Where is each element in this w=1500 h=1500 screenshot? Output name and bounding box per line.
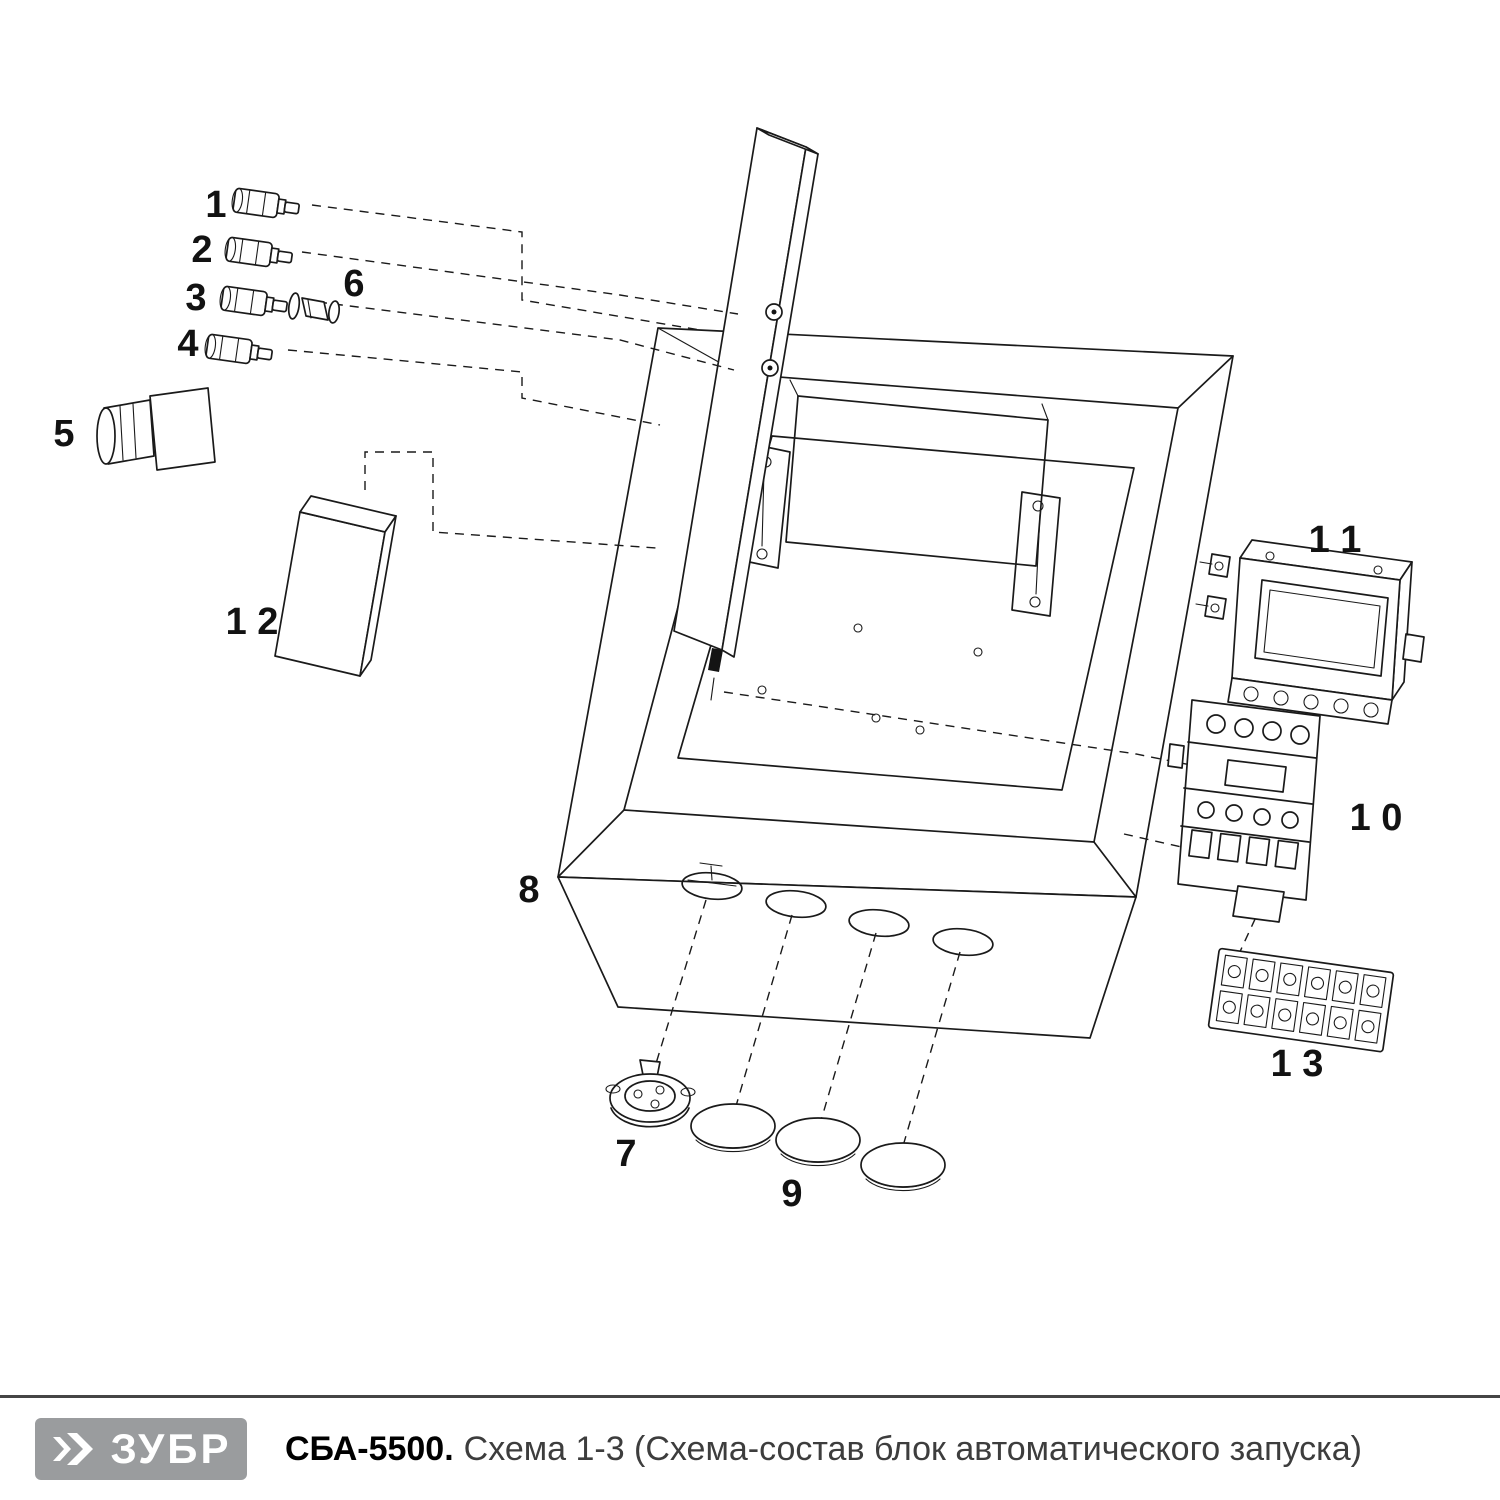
label-part-9: 9 <box>781 1173 802 1215</box>
part-12-box <box>274 495 397 677</box>
label-part-5: 5 <box>53 413 74 455</box>
label-part-1: 1 <box>205 184 226 226</box>
part-7-connector <box>605 1059 696 1128</box>
part-5-cable-gland <box>96 387 216 471</box>
model-number: СБА-5500. <box>285 1429 454 1468</box>
label-part-13: 1 3 <box>1271 1043 1324 1085</box>
label-part-3: 3 <box>185 277 206 319</box>
part-1-fastener <box>229 186 302 222</box>
label-part-11: 1 1 <box>1309 519 1362 561</box>
part-10-contactor <box>1167 699 1321 923</box>
label-part-6: 6 <box>343 263 364 305</box>
exploded-diagram: 1 2 3 4 5 6 7 8 9 1 0 1 1 1 2 1 3 <box>53 127 1425 1215</box>
caption-text: Схема 1-3 (Схема-состав блок автоматичес… <box>463 1429 1362 1468</box>
part-11-control-module <box>1195 539 1425 725</box>
cable-entry-holes <box>681 862 994 957</box>
footer: ЗУБР СБА-5500.Схема 1-3 (Схема-состав бл… <box>0 1395 1500 1500</box>
zubr-logo: ЗУБР <box>35 1418 247 1480</box>
part-labels: 1 2 3 4 5 6 7 8 9 1 0 1 1 1 2 1 3 <box>53 184 1402 1215</box>
brand-name: ЗУБР <box>110 1425 232 1472</box>
part-2-fastener <box>222 235 295 271</box>
part-13-terminal-block <box>1207 947 1395 1053</box>
door-panel <box>673 127 819 658</box>
label-part-2: 2 <box>191 229 212 271</box>
part-6-nut <box>287 292 341 324</box>
label-part-8: 8 <box>518 869 539 911</box>
label-part-10: 1 0 <box>1350 797 1403 839</box>
zubr-arrow-icon <box>53 1433 94 1465</box>
part-4-fastener <box>202 332 275 368</box>
leader-lines <box>287 204 1263 1147</box>
part-3-fastener <box>217 284 290 320</box>
label-part-12: 1 2 <box>226 601 279 643</box>
diagram-caption: СБА-5500.Схема 1-3 (Схема-состав блок ав… <box>285 1430 1362 1469</box>
enclosure-box <box>557 327 1234 1039</box>
label-part-7: 7 <box>615 1133 636 1175</box>
label-part-4: 4 <box>177 323 198 365</box>
part-9-plugs <box>690 1103 946 1192</box>
